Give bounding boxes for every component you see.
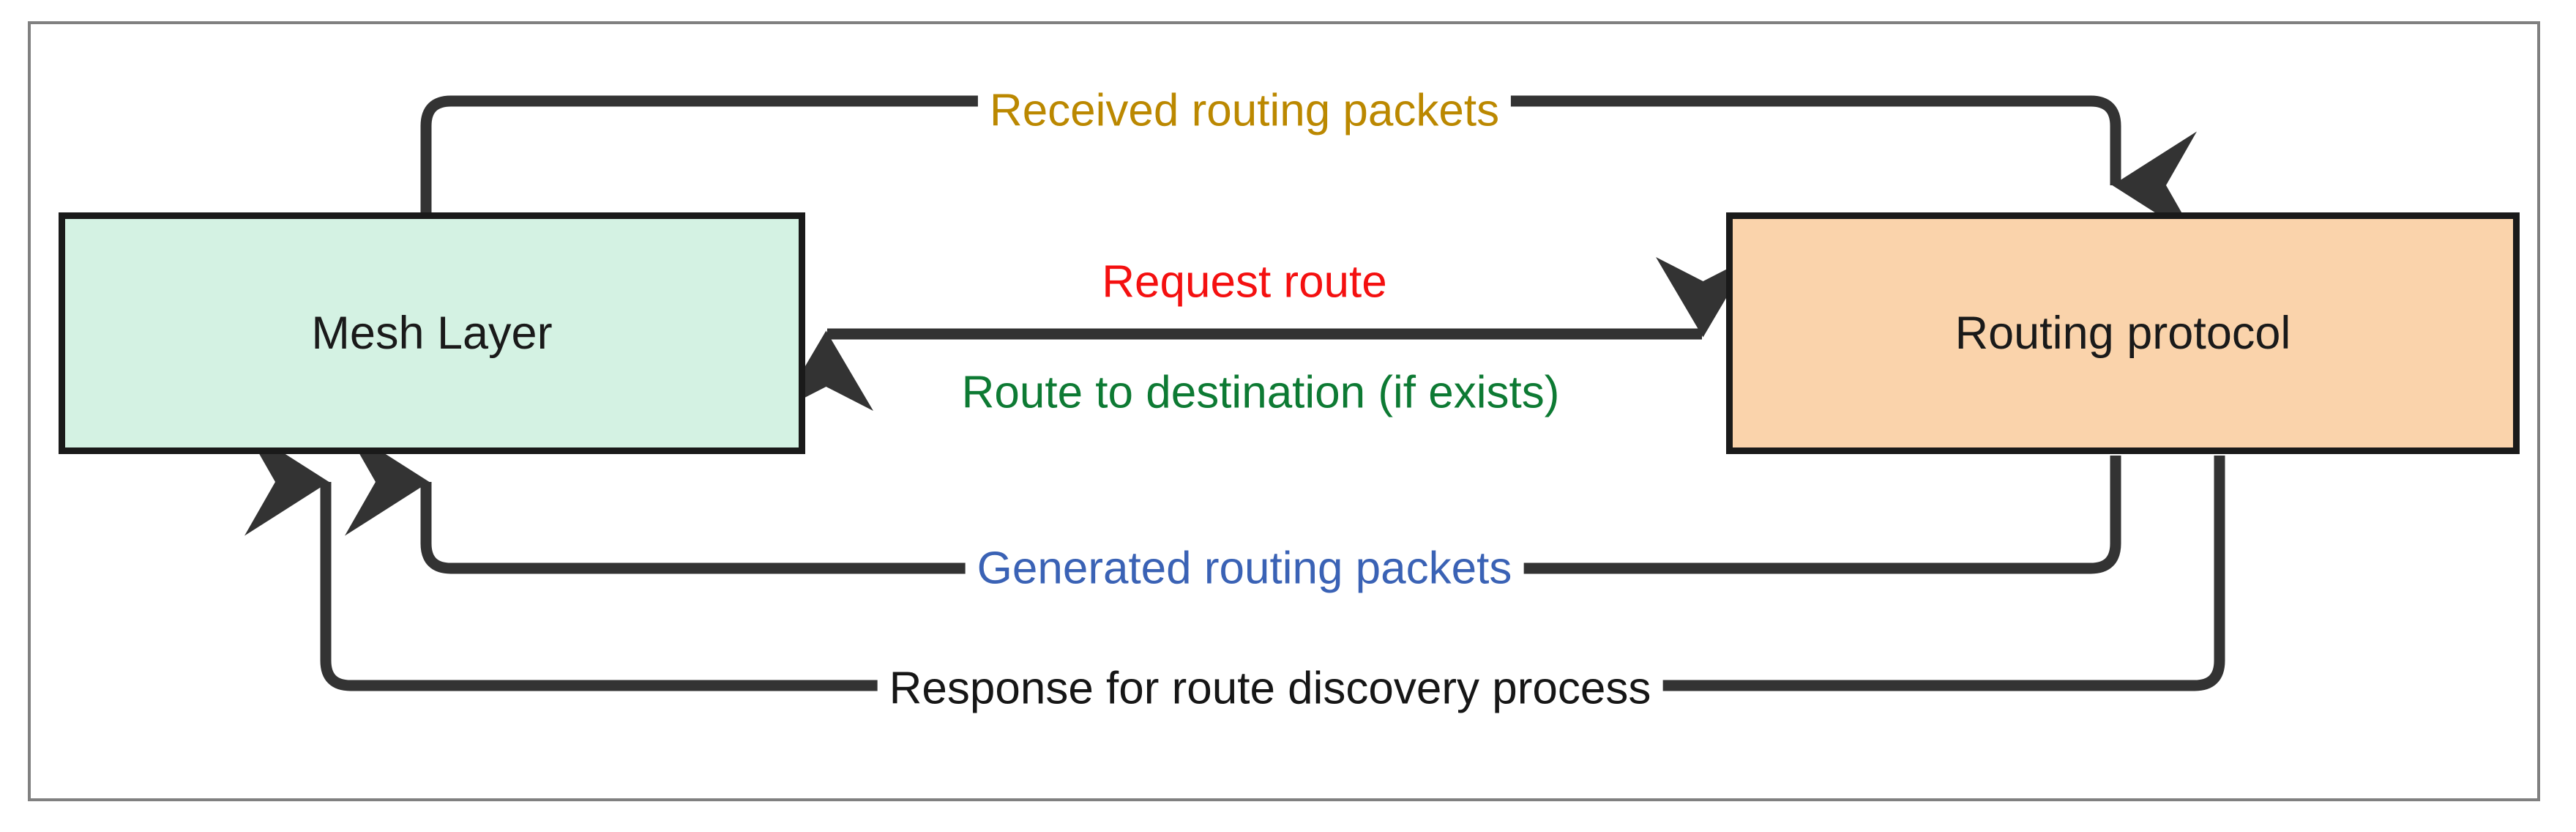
node-mesh-layer-label: Mesh Layer (311, 308, 553, 359)
edge-label-response-route-discovery: Response for route discovery process (877, 664, 1663, 713)
node-routing-protocol-label: Routing protocol (1955, 308, 2291, 359)
edge-label-route-to-destination: Route to destination (if exists) (949, 368, 1572, 417)
node-mesh-layer[interactable]: Mesh Layer (59, 212, 805, 454)
edge-label-request-route: Request route (1090, 258, 1399, 306)
edge-label-received-routing-packets: Received routing packets (977, 86, 1512, 135)
edge-label-generated-routing-packets: Generated routing packets (965, 544, 1524, 593)
node-routing-protocol[interactable]: Routing protocol (1726, 212, 2520, 454)
